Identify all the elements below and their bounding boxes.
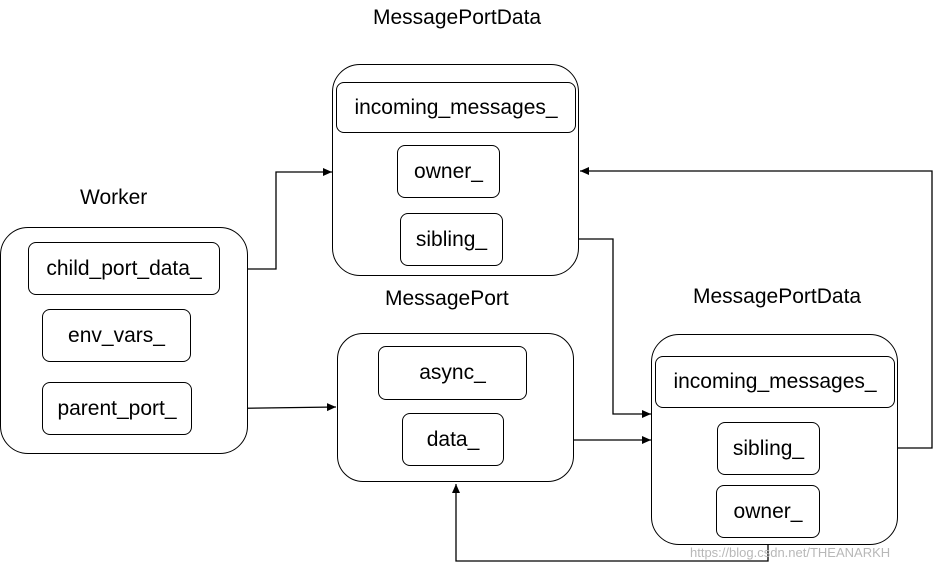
top-port-data-title: MessagePortData: [373, 6, 542, 29]
right-port-data-field-sibling: sibling_: [717, 422, 820, 475]
right-port-data-field-incoming-messages: incoming_messages_: [655, 356, 895, 408]
worker-field-child-port-data: child_port_data_: [28, 242, 220, 295]
worker-field-parent-port: parent_port_: [42, 382, 192, 435]
watermark-text: https://blog.csdn.net/THEANARKH: [690, 545, 891, 560]
arrow-child-port-data-to-top-port-data: [220, 168, 332, 270]
top-port-data-field-sibling: sibling_: [400, 213, 503, 266]
worker-title: Worker: [80, 186, 148, 209]
right-port-data-field-owner: owner_: [716, 485, 820, 538]
right-port-data-title: MessagePortData: [693, 285, 862, 308]
arrow-right-owner-to-message-port: [452, 484, 769, 562]
worker-field-env-vars: env_vars_: [42, 309, 191, 362]
message-port-title: MessagePort: [385, 287, 509, 310]
message-port-field-async: async_: [378, 346, 527, 400]
top-port-data-field-incoming-messages: incoming_messages_: [336, 82, 576, 133]
message-port-field-data: data_: [402, 413, 504, 466]
top-port-data-field-owner: owner_: [397, 145, 500, 198]
